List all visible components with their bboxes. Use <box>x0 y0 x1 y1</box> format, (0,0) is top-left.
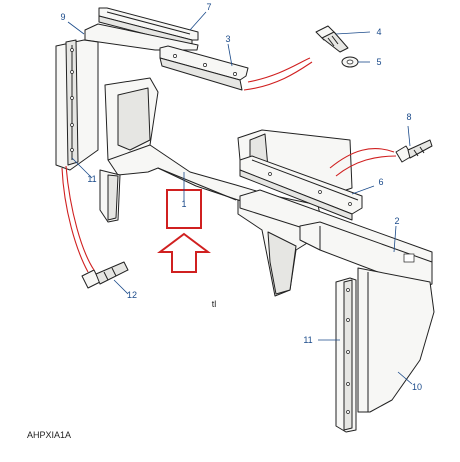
callout-labels: 1 2 3 4 5 6 7 8 9 10 11 11 12 tl AHPXIA1… <box>27 2 422 440</box>
up-arrow-icon <box>157 232 211 273</box>
part-8-screw <box>395 139 433 163</box>
part-3-rail <box>159 45 249 91</box>
callout-11-left: 11 <box>87 174 96 184</box>
callout-6: 6 <box>378 177 383 187</box>
callout-10: 10 <box>412 382 422 392</box>
callout-3: 3 <box>225 34 230 44</box>
part-6-bracket <box>237 129 363 221</box>
small-mark: tl <box>212 299 217 309</box>
callout-7: 7 <box>206 2 211 12</box>
part-9-channel <box>55 39 99 171</box>
part-10-panel <box>357 267 435 413</box>
callout-1: 1 <box>181 199 186 209</box>
part-12-screw <box>81 261 129 289</box>
red-assembly-lines <box>61 57 397 273</box>
part-4-screw <box>315 25 349 53</box>
part-11-channel-right <box>335 277 357 433</box>
callout-12: 12 <box>127 290 137 300</box>
callout-5: 5 <box>376 57 381 67</box>
part-1-frame <box>99 77 321 223</box>
diagram-code: AHPXIA1A <box>27 430 71 440</box>
callout-2: 2 <box>394 216 399 226</box>
callout-9: 9 <box>60 12 65 22</box>
callout-8: 8 <box>406 112 411 122</box>
callout-4: 4 <box>376 27 381 37</box>
part-5-washer <box>341 56 359 68</box>
callout-11-right: 11 <box>303 335 312 345</box>
leader-lines <box>67 11 413 385</box>
